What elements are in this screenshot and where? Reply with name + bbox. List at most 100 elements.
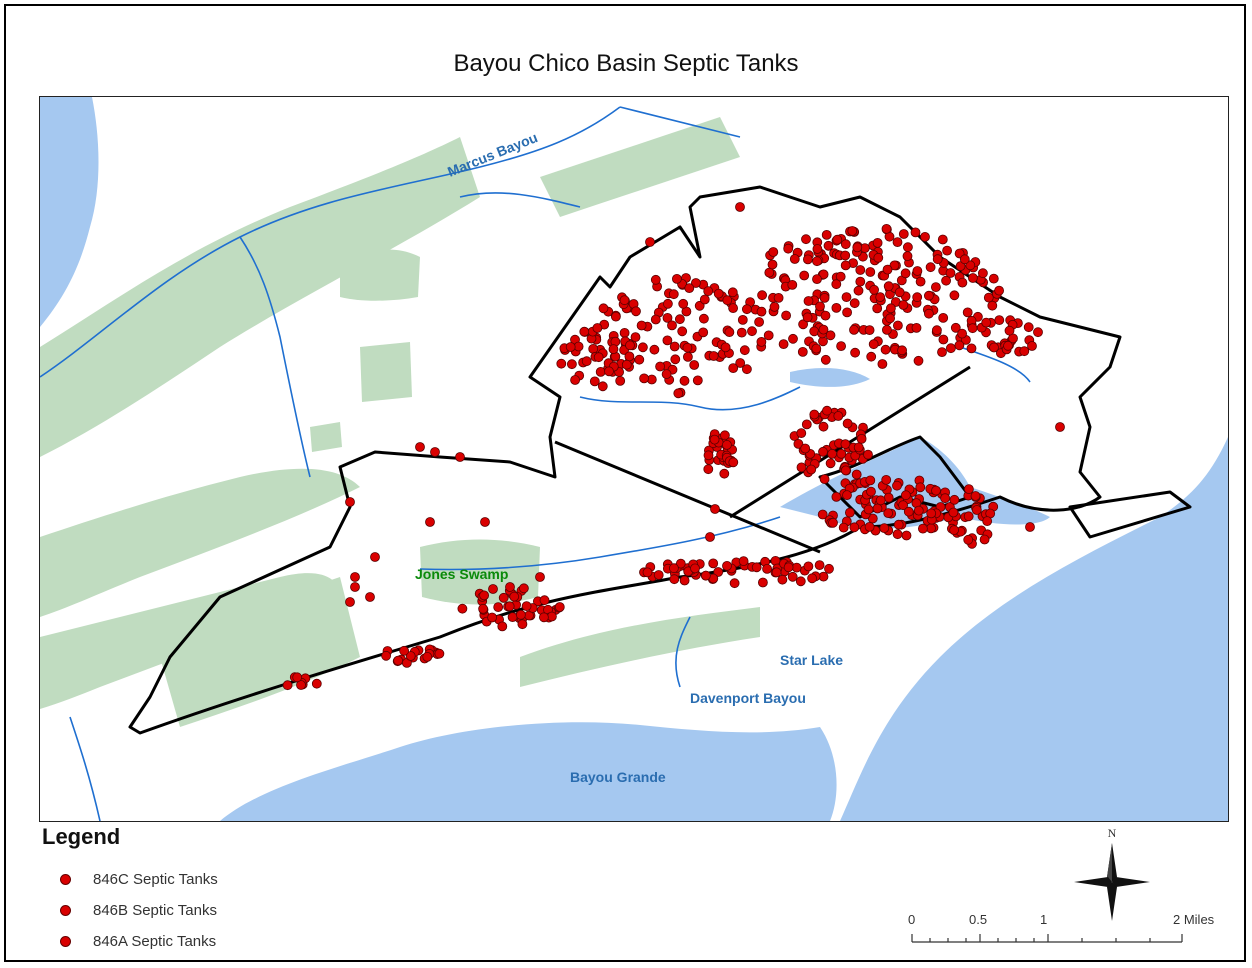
- septic-tank-point: [722, 560, 732, 571]
- septic-tank-point: [796, 462, 807, 473]
- legend-label: 846B Septic Tanks: [93, 901, 217, 919]
- septic-tank-point: [763, 330, 774, 341]
- septic-tank-point: [735, 358, 746, 368]
- septic-tank-point: [282, 680, 293, 691]
- septic-tank-point: [694, 300, 705, 311]
- septic-tank-point: [415, 442, 425, 452]
- septic-tank-point: [679, 375, 690, 386]
- septic-tank-point: [881, 474, 892, 485]
- septic-tank-point: [915, 276, 926, 287]
- septic-tank-point: [823, 240, 834, 251]
- septic-tank-point: [365, 592, 375, 602]
- septic-tank-point: [783, 562, 794, 573]
- septic-tank-point: [994, 285, 1004, 296]
- septic-tank-point: [724, 327, 735, 338]
- septic-tank-point: [556, 358, 567, 369]
- septic-tank-point: [924, 290, 934, 301]
- septic-tank-point: [963, 511, 974, 522]
- septic-tank-point: [1033, 327, 1043, 338]
- septic-tank-point: [783, 243, 794, 254]
- septic-tank-point: [778, 339, 789, 350]
- septic-tank-point: [480, 517, 490, 527]
- septic-tank-point: [849, 522, 860, 533]
- septic-tank-point: [964, 484, 974, 495]
- septic-tank-point: [773, 292, 784, 303]
- septic-tank-point: [994, 315, 1005, 326]
- septic-tank-point: [1055, 422, 1065, 432]
- legend-label: 846C Septic Tanks: [93, 870, 218, 888]
- septic-tank-point: [634, 354, 645, 365]
- septic-tank-point: [903, 506, 914, 517]
- septic-tank-point: [941, 275, 951, 286]
- septic-tank-point: [478, 603, 489, 614]
- septic-tank-point: [624, 351, 635, 362]
- septic-tank-point: [912, 292, 923, 303]
- scale-label-0-5: 0.5: [969, 912, 988, 927]
- septic-tank-point: [979, 534, 990, 545]
- septic-tank-point: [710, 504, 720, 514]
- septic-tank-point: [940, 493, 950, 504]
- septic-tank-point: [434, 648, 445, 659]
- septic-tank-point: [675, 558, 686, 569]
- septic-tank-point: [820, 354, 831, 365]
- septic-tank-point: [662, 312, 673, 323]
- septic-tank-point: [866, 351, 877, 362]
- septic-tank-point: [701, 570, 711, 581]
- septic-tank-point: [965, 260, 976, 271]
- septic-tank-point: [768, 247, 779, 257]
- septic-tank-point: [751, 562, 762, 573]
- septic-tank-point: [885, 313, 895, 324]
- map-canvas: Marcus Bayou Jones Swamp Star Lake Daven…: [40, 97, 1228, 821]
- septic-tank-point: [978, 268, 988, 279]
- septic-tank-point: [507, 612, 518, 622]
- septic-tank-point: [769, 301, 780, 312]
- septic-tank-point: [831, 491, 842, 502]
- septic-tank-point: [814, 560, 825, 571]
- septic-tank-point: [841, 292, 852, 303]
- septic-tank-point: [987, 300, 998, 311]
- septic-tank-point: [881, 223, 892, 234]
- septic-tank-point: [883, 281, 894, 292]
- septic-tank-point: [1004, 325, 1015, 336]
- septic-tank-point: [630, 332, 641, 343]
- septic-tank-point: [689, 360, 700, 370]
- septic-tank-point: [840, 465, 851, 476]
- septic-tank-point: [954, 340, 965, 351]
- septic-tank-point: [819, 474, 830, 485]
- septic-tank-point: [592, 323, 603, 333]
- septic-tank-point: [831, 279, 842, 290]
- septic-tank-point: [399, 645, 410, 656]
- septic-tank-point: [535, 572, 545, 582]
- septic-tank-point: [850, 347, 860, 358]
- septic-tank-point: [840, 250, 851, 261]
- septic-tank-point: [1019, 346, 1030, 357]
- septic-tank-point: [883, 508, 894, 519]
- septic-tank-point: [866, 486, 876, 497]
- septic-tank-point: [833, 411, 844, 421]
- septic-tank-point: [988, 273, 999, 284]
- septic-tank-point: [970, 491, 981, 501]
- septic-tank-point: [825, 458, 836, 469]
- septic-tank-point: [795, 576, 806, 587]
- septic-tank-symbol: [60, 904, 71, 916]
- septic-tank-point: [869, 284, 879, 295]
- septic-tank-point: [296, 680, 306, 690]
- septic-tank-point: [798, 319, 808, 330]
- septic-tank-point: [877, 359, 888, 369]
- septic-tank-point: [882, 264, 893, 275]
- septic-tank-point: [828, 517, 838, 528]
- septic-tank-point: [691, 278, 701, 288]
- map-view[interactable]: Marcus Bayou Jones Swamp Star Lake Daven…: [39, 96, 1229, 822]
- septic-tank-point: [847, 226, 858, 236]
- septic-tank-point: [742, 304, 752, 315]
- septic-tank-point: [818, 324, 829, 335]
- septic-tank-point: [292, 672, 303, 683]
- septic-tank-point: [789, 254, 800, 264]
- septic-tank-point: [539, 595, 550, 606]
- septic-tank-point: [722, 295, 733, 306]
- septic-tank-point: [821, 229, 832, 240]
- septic-tank-point: [764, 267, 775, 278]
- septic-tank-point: [851, 469, 862, 480]
- septic-tank-point: [708, 558, 719, 569]
- septic-tank-point: [393, 655, 404, 666]
